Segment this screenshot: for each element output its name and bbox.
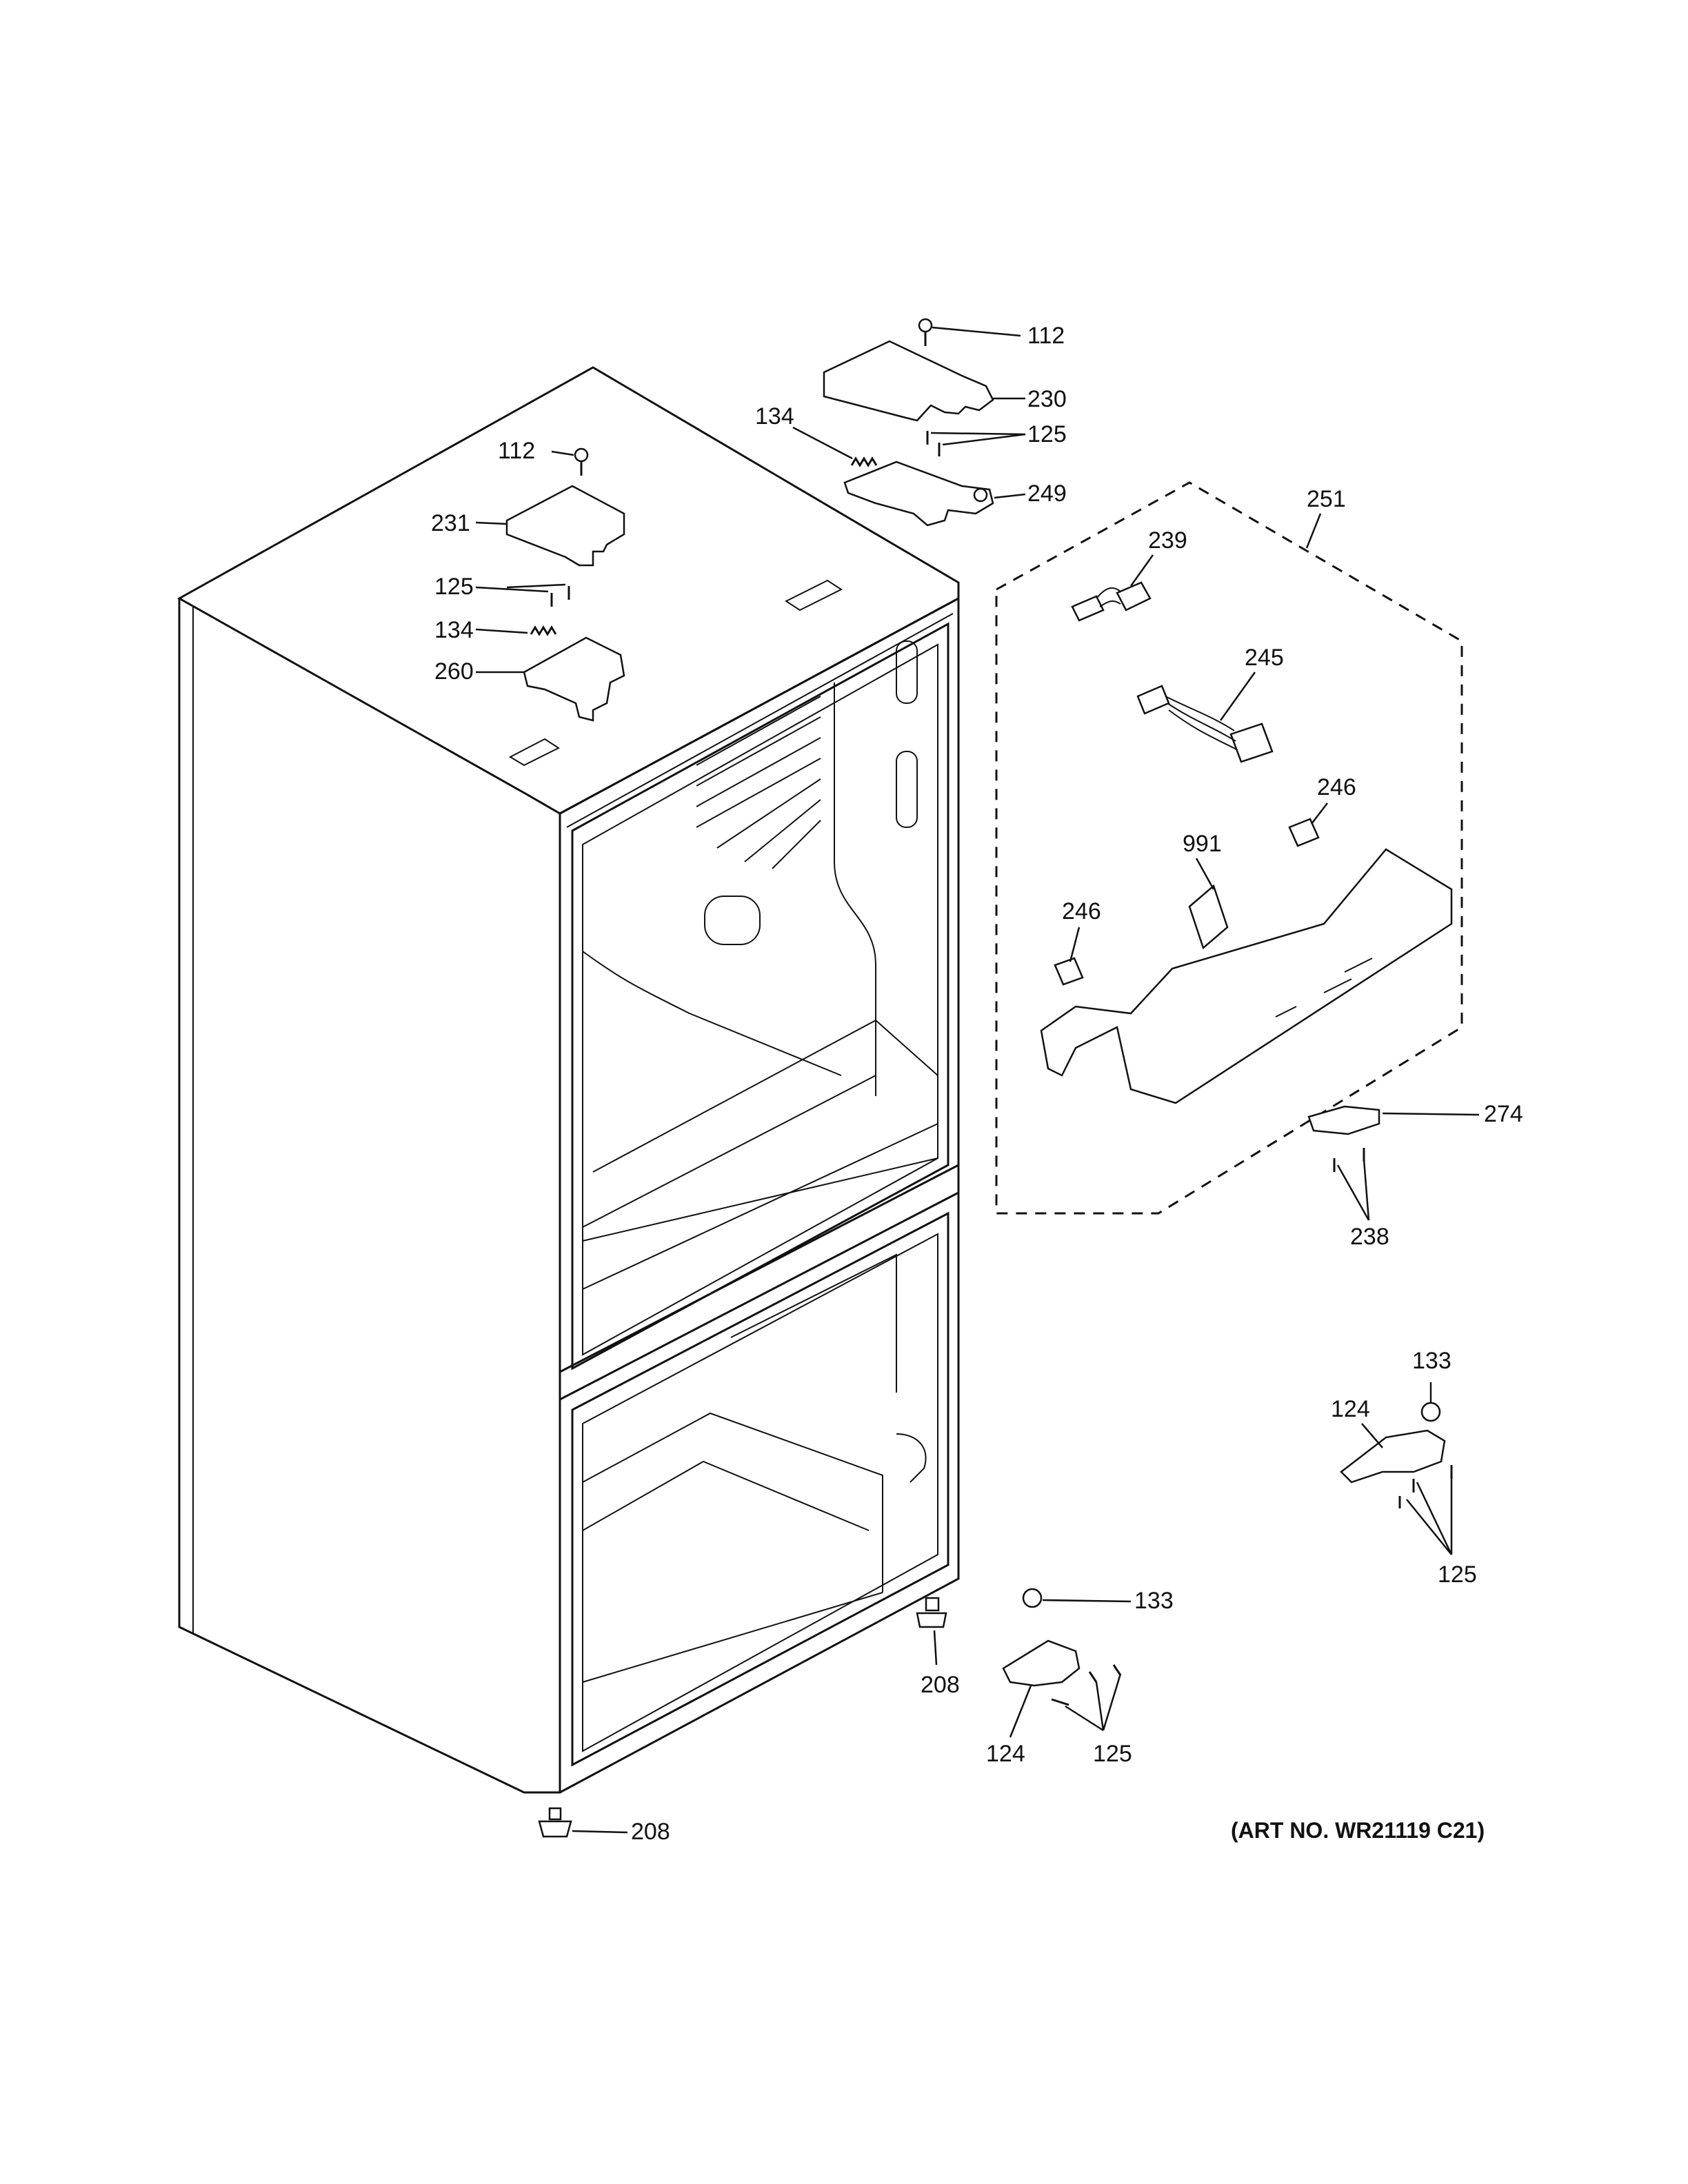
label-239: 239 [1148, 527, 1187, 554]
control-housing [1040, 848, 1453, 1104]
label-125-mid: 125 [1093, 1741, 1132, 1767]
label-208-bottom: 208 [631, 1819, 670, 1845]
board-991 [1188, 884, 1229, 950]
switch-246-left [1054, 957, 1084, 986]
label-124-mid: 124 [986, 1741, 1025, 1767]
label-991: 991 [1183, 831, 1222, 857]
switch-246-right [1288, 818, 1320, 847]
label-112-top: 112 [1027, 323, 1065, 349]
hinge-260 [523, 636, 625, 722]
screw-112-left [574, 447, 589, 476]
label-133-mid: 133 [1134, 1588, 1174, 1614]
label-124-right: 124 [1331, 1396, 1370, 1422]
label-231: 231 [431, 510, 470, 536]
label-246-left: 246 [1062, 898, 1101, 924]
label-249: 249 [1027, 481, 1067, 507]
right-hinge-group [792, 318, 1026, 527]
leveling-foot-208-bottom [538, 1807, 572, 1838]
label-134-top: 134 [755, 403, 794, 429]
left-hinge-group [475, 447, 625, 722]
bracket-274 [1307, 1105, 1380, 1135]
art-number: (ART NO. WR21119 C21) [1231, 1818, 1485, 1843]
label-133-right: 133 [1412, 1348, 1451, 1374]
label-125-top: 125 [1027, 421, 1067, 447]
refrigerator-cabinet [177, 366, 960, 1794]
label-112-left: 112 [498, 438, 535, 464]
lower-hinge-mid [1002, 1588, 1132, 1706]
control-kit-251 [995, 481, 1463, 1215]
label-274: 274 [1484, 1101, 1523, 1127]
harness-245 [1136, 685, 1274, 763]
label-260: 260 [434, 658, 474, 685]
hinge-cover-231 [505, 485, 625, 567]
lower-hinge-right [1340, 1382, 1453, 1508]
label-208-mid: 208 [921, 1672, 960, 1698]
screw-112-top [918, 318, 933, 346]
label-246-right: 246 [1317, 774, 1356, 800]
label-230: 230 [1027, 386, 1067, 412]
label-125-left: 125 [434, 574, 474, 600]
leveling-foot-208-mid [916, 1597, 947, 1628]
label-245: 245 [1245, 645, 1284, 671]
spring-134-left [530, 625, 557, 636]
screws-238 [1333, 1148, 1365, 1172]
label-134-left: 134 [434, 617, 474, 643]
part-labels: 112 230 134 125 249 112 231 125 134 260 … [431, 323, 1523, 1845]
hinge-cover-230 [823, 340, 994, 422]
label-125-right: 125 [1438, 1561, 1477, 1588]
harness-239 [1071, 581, 1152, 622]
label-238: 238 [1350, 1224, 1389, 1250]
spring-134-top [850, 456, 878, 467]
hinge-249 [843, 461, 994, 527]
label-251: 251 [1307, 486, 1346, 512]
